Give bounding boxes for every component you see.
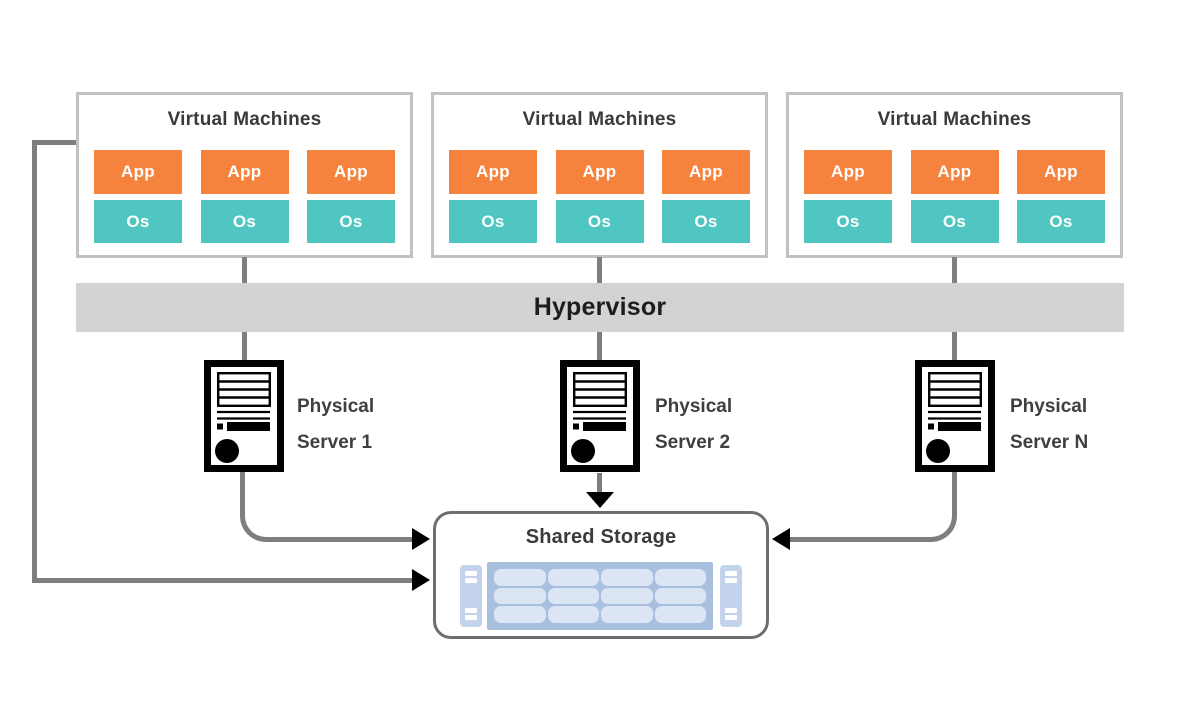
- drive-bay: [601, 569, 653, 586]
- vm-group-1: Virtual Machines App Os App Os App Os: [76, 92, 413, 258]
- rack-notch: [465, 615, 477, 620]
- vm-unit: App Os: [662, 150, 750, 243]
- server-icon: [204, 360, 284, 472]
- connector-server1-storage: [240, 472, 412, 542]
- connector-vm1-storage-horizontal: [32, 578, 412, 583]
- serverN-label: Physical Server N: [1010, 389, 1088, 461]
- drive-bay: [654, 587, 706, 605]
- hypervisor-bar: Hypervisor: [76, 283, 1124, 332]
- connector-hypervisor-serverN: [952, 332, 957, 361]
- app-block: App: [910, 150, 999, 194]
- drive-bay: [547, 569, 599, 586]
- arrow-left-icon: [772, 528, 790, 550]
- vm-group-2: Virtual Machines App Os App Os App Os: [431, 92, 768, 258]
- os-block: Os: [307, 200, 395, 243]
- server1-label: Physical Server 1: [297, 389, 374, 461]
- drive-bay: [494, 569, 546, 586]
- connector-vm3-hypervisor: [952, 257, 957, 283]
- drive-bay: [494, 606, 546, 623]
- connector-vm1-hypervisor: [242, 257, 247, 283]
- storage-array-icon: [436, 514, 766, 636]
- shared-storage-box: Shared Storage: [433, 511, 769, 639]
- os-block: Os: [200, 200, 289, 243]
- vm-unit: App Os: [804, 150, 892, 243]
- vm-unit: App Os: [449, 150, 537, 243]
- rack-notch: [725, 608, 737, 613]
- drive-bay: [494, 587, 546, 605]
- connector-serverN-storage: [785, 472, 957, 542]
- vm-unit: App Os: [910, 150, 999, 243]
- vm-chip-row: App Os App Os App Os: [449, 150, 750, 243]
- storage-rack-ear-right: [720, 565, 742, 627]
- os-block: Os: [910, 200, 999, 243]
- arrow-right-icon: [412, 569, 430, 591]
- app-block: App: [200, 150, 289, 194]
- app-block: App: [804, 150, 892, 194]
- rack-notch: [465, 578, 477, 583]
- os-block: Os: [804, 200, 892, 243]
- app-block: App: [307, 150, 395, 194]
- drive-bay: [654, 569, 706, 586]
- arrow-down-icon: [586, 492, 614, 508]
- drive-bay: [601, 606, 653, 623]
- drive-bay: [601, 587, 653, 605]
- vm-unit: App Os: [555, 150, 644, 243]
- os-block: Os: [555, 200, 644, 243]
- server-icon: [915, 360, 995, 472]
- storage-rack-ear-left: [460, 565, 482, 627]
- rack-notch: [465, 608, 477, 613]
- serverN-label-line2: Server N: [1010, 432, 1089, 453]
- server1-label-line1: Physical: [297, 396, 375, 417]
- vm-unit: App Os: [1017, 150, 1105, 243]
- app-block: App: [662, 150, 750, 194]
- vm-group-title: Virtual Machines: [522, 109, 677, 130]
- vm-group-title: Virtual Machines: [167, 109, 322, 130]
- shared-storage-title: Shared Storage: [525, 526, 677, 548]
- server2-label-line1: Physical: [655, 396, 733, 417]
- rack-notch: [465, 571, 477, 576]
- connector-vm2-hypervisor: [597, 257, 602, 283]
- app-block: App: [555, 150, 644, 194]
- connector-vm1-left-horizontal: [32, 140, 76, 145]
- os-block: Os: [1017, 200, 1105, 243]
- storage-drive-shelf: [487, 562, 713, 630]
- app-block: App: [449, 150, 537, 194]
- app-block: App: [1017, 150, 1105, 194]
- vm-group-title: Virtual Machines: [877, 109, 1032, 130]
- rack-notch: [725, 571, 737, 576]
- drive-bay: [654, 606, 706, 623]
- drive-bay: [547, 606, 599, 623]
- os-block: Os: [449, 200, 537, 243]
- vm-unit: App Os: [307, 150, 395, 243]
- drive-bay: [547, 587, 599, 605]
- server2-label: Physical Server 2: [655, 389, 732, 461]
- rack-notch: [725, 578, 737, 583]
- connector-vm1-left-vertical: [32, 140, 37, 583]
- rack-notch: [725, 615, 737, 620]
- app-block: App: [94, 150, 182, 194]
- connector-hypervisor-server2: [597, 332, 602, 361]
- serverN-label-line1: Physical: [1010, 396, 1088, 417]
- vm-unit: App Os: [200, 150, 289, 243]
- os-block: Os: [662, 200, 750, 243]
- server1-label-line2: Server 1: [297, 432, 373, 453]
- vm-unit: App Os: [94, 150, 182, 243]
- vm-group-3: Virtual Machines App Os App Os App Os: [786, 92, 1123, 258]
- connector-server2-storage: [597, 473, 602, 494]
- server-icon: [560, 360, 640, 472]
- vm-chip-row: App Os App Os App Os: [94, 150, 395, 243]
- vm-chip-row: App Os App Os App Os: [804, 150, 1105, 243]
- arrow-right-icon: [412, 528, 430, 550]
- server2-label-line2: Server 2: [655, 432, 731, 453]
- connector-hypervisor-server1: [242, 332, 247, 361]
- os-block: Os: [94, 200, 182, 243]
